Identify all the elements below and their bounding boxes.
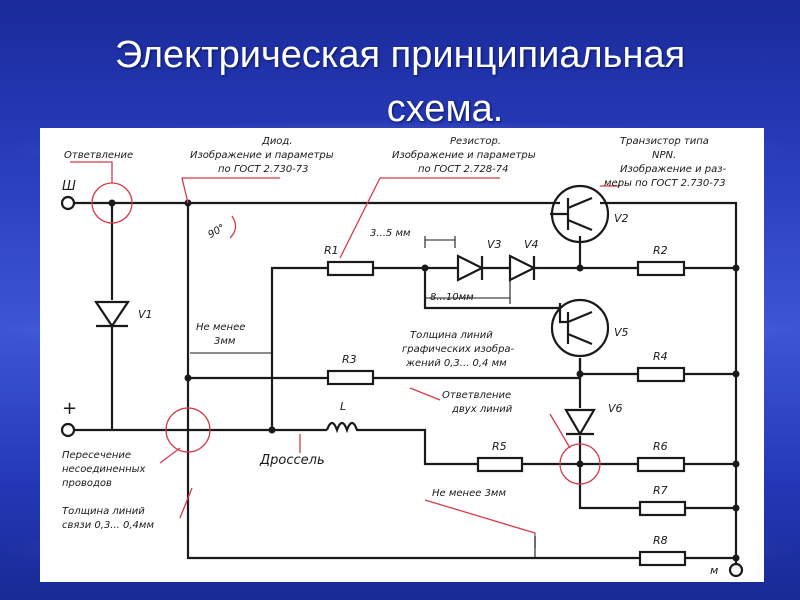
label-terminal-top: Ш	[62, 179, 76, 194]
label-v4: V4	[524, 238, 539, 251]
label-r6: R6	[653, 440, 668, 453]
resistor-r6	[636, 456, 686, 473]
note-transistor-1: Транзистор типа	[620, 136, 709, 147]
note-min3-1: Не менее	[196, 322, 245, 333]
circuit-diagram: V1 R1 R2 R3 R4 R5 R6 R7 R8 V3 V4 V2 V5	[60, 136, 744, 578]
resistor-r5	[476, 456, 524, 473]
label-terminal-ground: м	[710, 564, 718, 577]
label-l: L	[340, 400, 346, 413]
title-line-1: Электрическая принципиальная	[114, 34, 686, 76]
diode-v1	[93, 300, 131, 328]
note-thickness-3: жений 0,3... 0,4 мм	[405, 358, 507, 369]
resistor-r7	[638, 500, 687, 517]
two-line-branch-highlight	[559, 443, 601, 485]
note-branch2-2: двух линий	[451, 404, 513, 415]
label-r8: R8	[653, 534, 668, 547]
note-min-3mm: Не менее 3мм	[432, 488, 506, 499]
label-r7: R7	[653, 484, 668, 497]
circuit-diagram-panel: V1 R1 R2 R3 R4 R5 R6 R7 R8 V3 V4 V2 V5	[40, 128, 764, 582]
label-v3: V3	[487, 238, 502, 251]
note-thickness-1: Толщина линий	[410, 330, 493, 341]
label-v6: V6	[608, 402, 623, 415]
note-angle: 90°	[206, 222, 227, 240]
dimension-marks	[190, 236, 536, 558]
note-branch2-1: Ответвление	[442, 390, 511, 401]
note-resistor-3: по ГОСТ 2.728-74	[418, 164, 509, 175]
note-dim-3-5: 3...5 мм	[370, 228, 411, 239]
title-line-2: схема.	[386, 88, 504, 130]
note-dim-8-10: 8...10мм	[430, 292, 474, 303]
wires	[74, 201, 738, 564]
resistor-r8	[638, 550, 687, 567]
label-r4: R4	[653, 350, 668, 363]
note-link-thickness-1: Толщина линий	[62, 506, 145, 517]
note-resistor-2: Изображение и параметры	[392, 149, 536, 161]
slide-title: Электрическая принципиальная схема.	[0, 28, 800, 136]
crossing-highlight	[165, 407, 211, 453]
resistor-r2	[636, 260, 686, 277]
diode-v3	[455, 254, 510, 282]
note-diode-3: по ГОСТ 2.730-73	[218, 164, 309, 175]
junctions	[108, 199, 740, 562]
transistor-v2	[550, 184, 610, 244]
terminal-plus	[60, 422, 76, 438]
label-terminal-plus: +	[62, 398, 77, 419]
note-branch: Ответвление	[64, 150, 133, 161]
resistor-r4	[636, 366, 686, 383]
note-resistor-1: Резистор.	[450, 136, 501, 147]
note-transistor-4: меры по ГОСТ 2.730-73	[604, 178, 726, 189]
note-link-thickness-2: связи 0,3... 0,4мм	[62, 520, 154, 531]
diode-v4	[508, 254, 542, 282]
label-v2: V2	[614, 212, 629, 225]
label-r2: R2	[653, 244, 668, 257]
label-v5: V5	[614, 326, 629, 339]
note-min3-2: 3мм	[214, 336, 236, 347]
note-thickness-2: графических изобра-	[402, 343, 515, 355]
inductor-l	[325, 421, 360, 434]
label-r5: R5	[492, 440, 507, 453]
note-diode-2: Изображение и параметры	[190, 149, 334, 161]
note-crossing-2: несоединенных	[62, 464, 146, 475]
note-diode-1: Диод.	[261, 136, 293, 147]
label-r1: R1	[324, 244, 339, 257]
note-transistor-2: NPN.	[652, 150, 676, 161]
terminal-top	[60, 195, 76, 211]
note-crossing-3: проводов	[62, 478, 112, 489]
label-r3: R3	[342, 353, 357, 366]
resistor-r1	[326, 260, 375, 277]
terminal-ground	[728, 562, 744, 578]
note-transistor-3: Изображение и раз-	[620, 163, 727, 175]
diode-v6	[564, 408, 596, 437]
transistor-v5	[550, 298, 610, 358]
note-crossing-1: Пересечение	[62, 450, 131, 461]
note-choke: Дроссель	[259, 453, 325, 468]
resistor-r3	[326, 369, 375, 386]
label-v1: V1	[138, 308, 153, 321]
